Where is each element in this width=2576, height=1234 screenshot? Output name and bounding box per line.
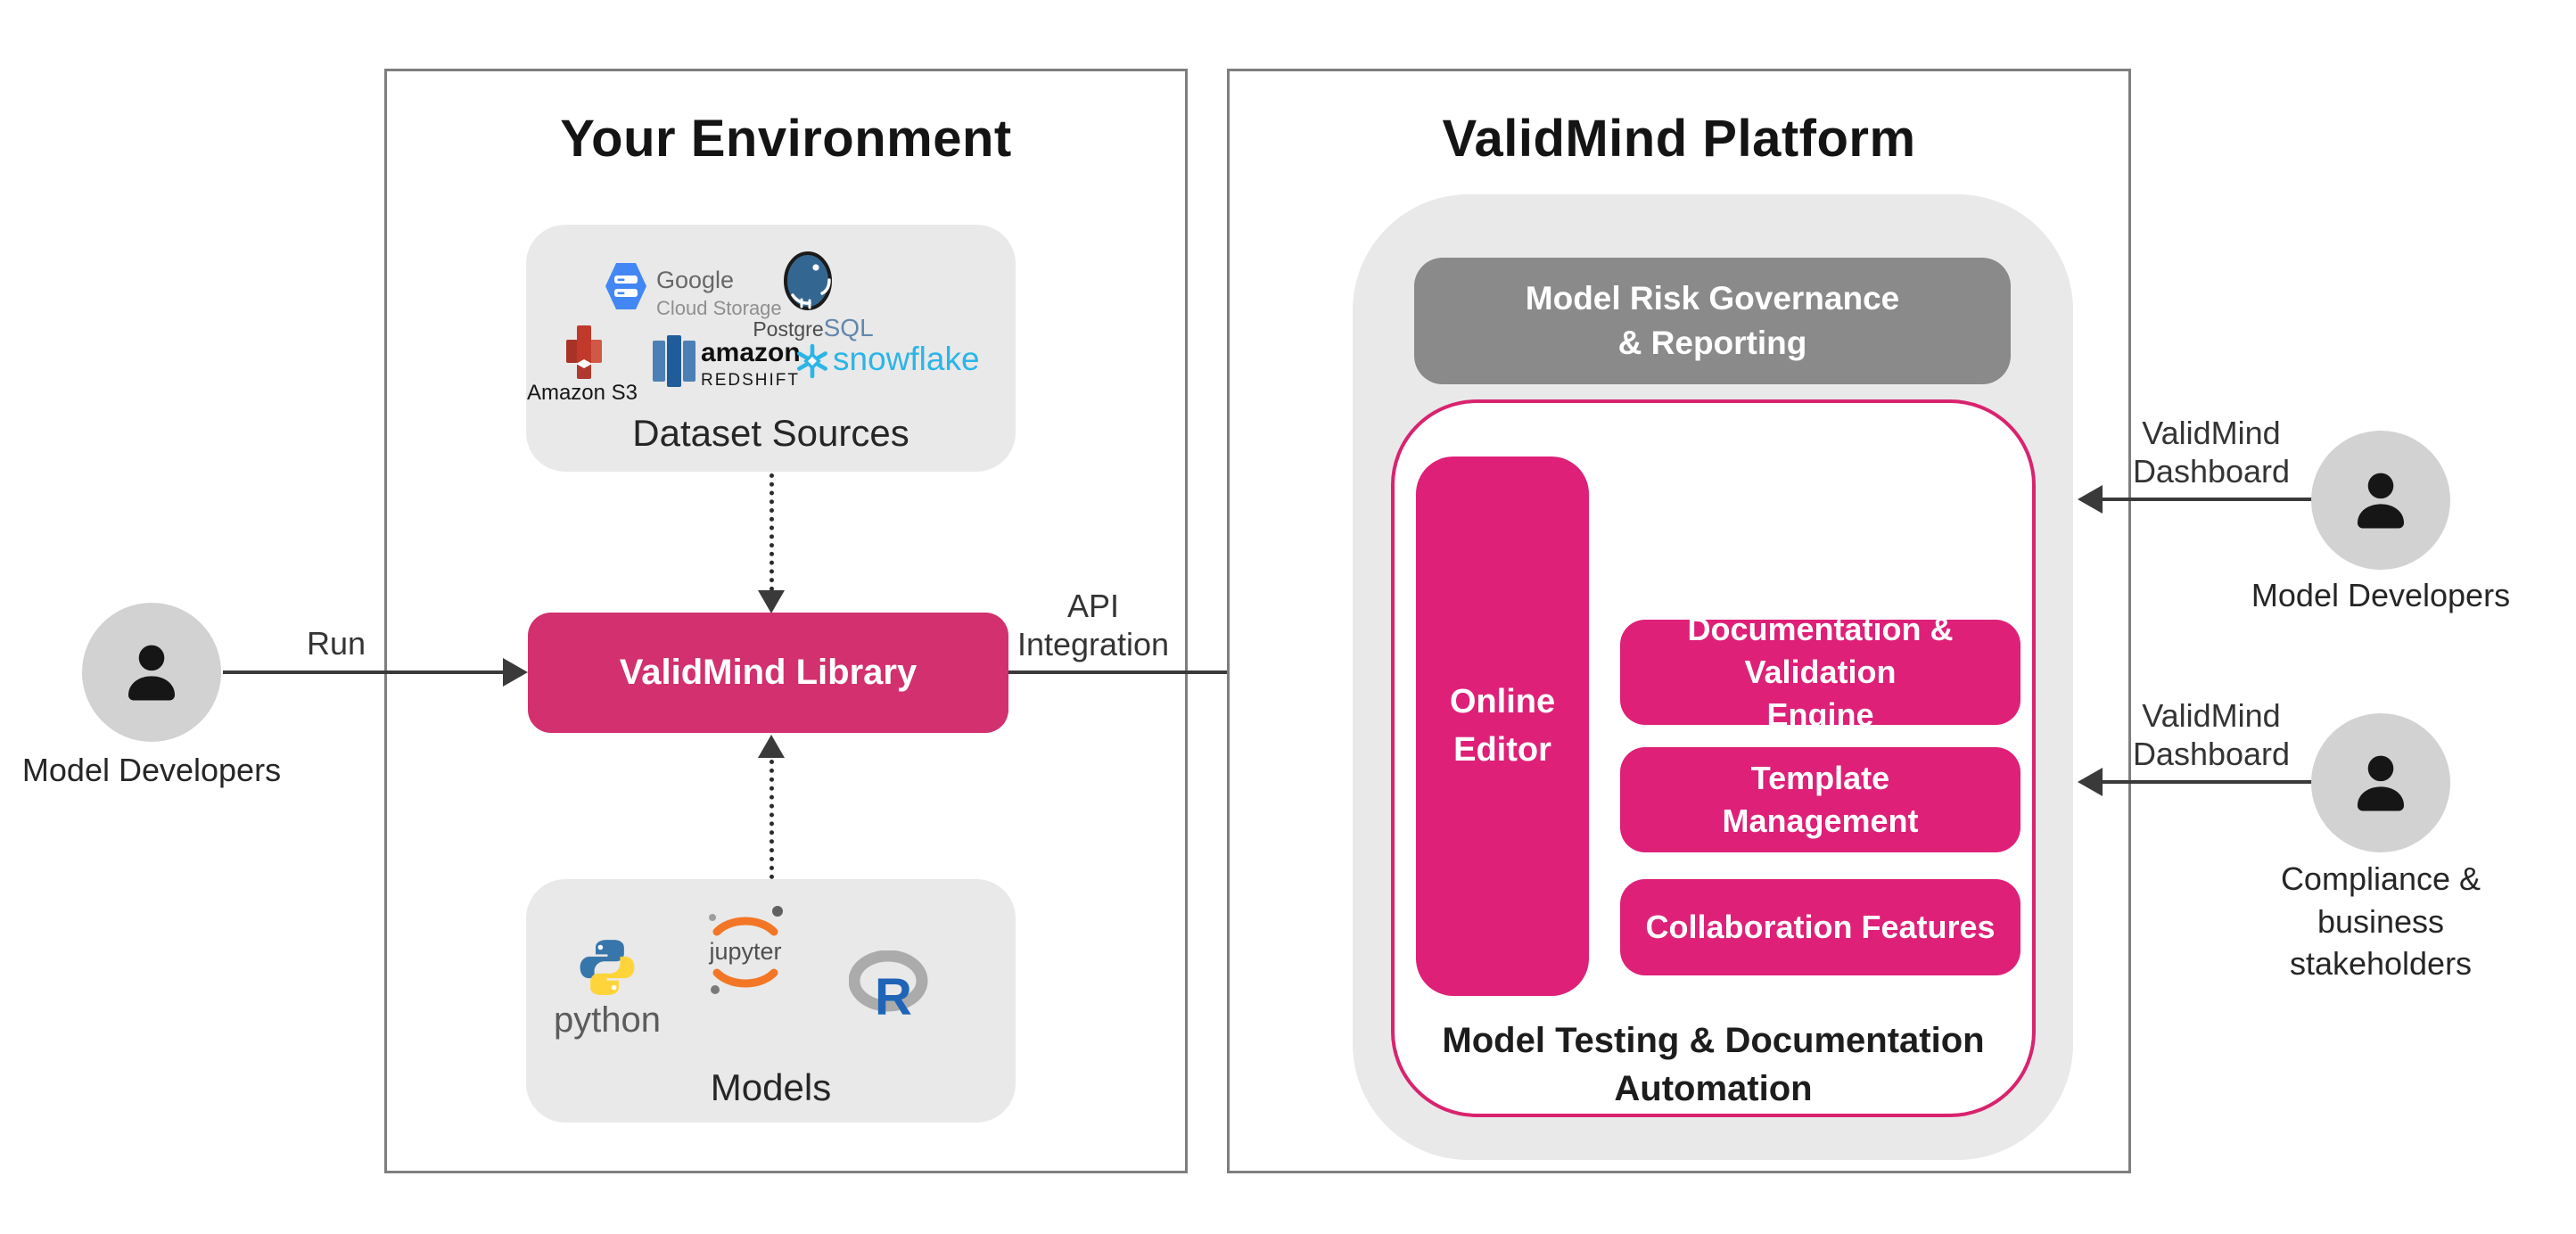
collaboration-features-node: Collaboration Features [1620, 879, 2020, 975]
gcs-subtitle: Cloud Storage [656, 297, 782, 319]
dashboard-connector-top [2097, 498, 2312, 501]
dashboard-edge-label-top: ValidMind Dashboard [2132, 415, 2291, 490]
validmind-platform-title: ValidMind Platform [1442, 110, 1916, 168]
python-icon [580, 940, 635, 995]
dashboard-connector-bottom [2097, 780, 2312, 784]
redshift-subtitle: REDSHIFT [701, 371, 800, 390]
amazon-s3-icon [566, 325, 602, 379]
run-connector [223, 670, 505, 674]
r-language-icon: R [849, 950, 928, 1020]
validmind-library-node: ValidMind Library [528, 613, 1008, 733]
arrowhead-left-icon [2078, 485, 2103, 514]
jupyter-icon: jupyter [708, 906, 783, 994]
snowflake-wordmark: snowflake [833, 341, 980, 377]
models-to-library-connector [770, 760, 774, 879]
documentation-validation-engine-node: Documentation & Validation Engine [1620, 611, 2020, 733]
postgresql-wordmark: PostgreSQL [724, 314, 902, 342]
run-edge-label: Run [306, 625, 366, 662]
person-icon [2357, 755, 2405, 811]
models-group [526, 879, 1016, 1123]
python-wordmark: python [553, 1000, 662, 1040]
person-icon [2357, 473, 2405, 529]
redshift-title: amazon [701, 338, 801, 367]
r-wordmark: R [875, 968, 912, 1020]
model-developer-avatar [82, 603, 221, 742]
model-inventory-node: Model Inventory [0, 524, 110, 539]
model-developer-avatar-right [2311, 431, 2450, 570]
person-icon [128, 645, 176, 701]
amazon-s3-label: Amazon S3 [526, 381, 638, 405]
google-cloud-storage-icon [605, 263, 646, 309]
arrowhead-right-icon [503, 658, 528, 687]
compliance-stakeholder-avatar [2311, 713, 2450, 852]
online-editor-node: Online Editor [1416, 457, 1589, 996]
jupyter-wordmark: jupyter [708, 938, 781, 965]
template-management-node: Template Management [1620, 747, 2020, 852]
dashboard-edge-label-bottom: ValidMind Dashboard [2132, 697, 2291, 773]
gcs-title: Google [656, 267, 735, 293]
postgresql-name-suffix: SQL [823, 314, 874, 341]
models-caption: Models [710, 1066, 832, 1108]
left-actor-label: Model Developers [21, 752, 282, 788]
dataset-sources-group [526, 225, 1016, 472]
snowflake-icon [797, 343, 828, 379]
postgresql-elephant-icon [784, 251, 832, 310]
your-environment-title: Your Environment [560, 110, 1012, 168]
arrowhead-down-icon [758, 590, 785, 613]
arrowhead-left-icon [2078, 768, 2103, 796]
amazon-redshift-wordmark: amazon REDSHIFT [701, 340, 801, 391]
postgresql-name-prefix: Postgre [753, 317, 824, 341]
dataset-sources-caption: Dataset Sources [632, 412, 909, 454]
arrowhead-up-icon [758, 735, 785, 758]
model-risk-governance-node: Model Risk Governance & Reporting [1414, 258, 2011, 384]
dataset-to-library-connector [770, 473, 774, 591]
right-bottom-actor-label: Compliance & business stakeholders [2280, 860, 2481, 983]
api-integration-label: API Integration [1016, 588, 1170, 663]
amazon-redshift-icon [653, 335, 695, 387]
model-testing-automation-caption: Model Testing & Documentation Automation [1442, 1021, 1985, 1108]
google-cloud-storage-wordmark: Google Cloud Storage [656, 267, 782, 320]
right-top-actor-label: Model Developers [2251, 577, 2511, 613]
api-connector [1008, 670, 1315, 674]
